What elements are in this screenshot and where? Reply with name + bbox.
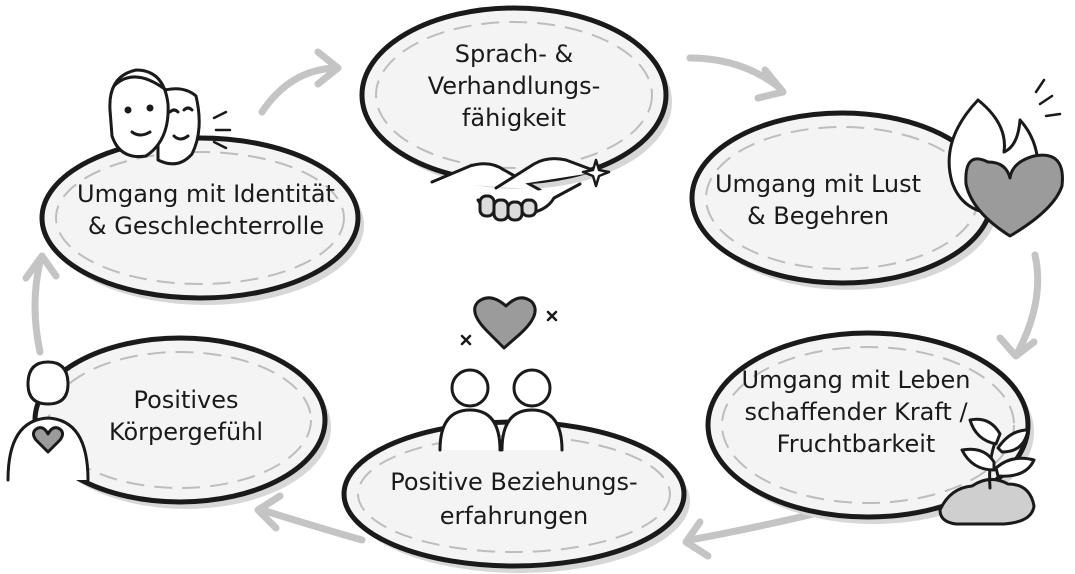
label-beziehung: Positive Beziehungs- erfahrungen <box>390 468 637 530</box>
label-identitaet: Umgang mit Identität & Geschlechterrolle <box>77 180 335 240</box>
label-line: Positives <box>133 386 238 414</box>
label-line: Körpergefühl <box>109 418 263 446</box>
couple-heart-icon <box>438 296 564 452</box>
node-leben <box>705 330 1034 524</box>
label-line: fähigkeit <box>462 104 566 132</box>
label-lust: Umgang mit Lust & Begehren <box>715 170 921 230</box>
label-line: Verhandlungs- <box>428 72 601 100</box>
label-line: erfahrungen <box>440 502 589 530</box>
label-line: Positive Beziehungs- <box>390 468 637 496</box>
label-koerper: Positives Körpergefühl <box>109 386 263 446</box>
arrow-koerper-to-identitaet <box>22 252 60 356</box>
handshake-icon <box>430 157 611 222</box>
label-line: Sprach- & <box>455 40 573 68</box>
sprout-icon <box>938 417 1036 526</box>
arrow-sprach-to-lust <box>686 54 787 102</box>
label-line: & Geschlechterrolle <box>88 212 324 240</box>
arrow-beziehung-to-koerper <box>254 492 366 544</box>
label-leben: Umgang mit Leben schaffender Kraft / Fru… <box>742 366 971 458</box>
node-beziehung <box>341 419 690 573</box>
label-line: Fruchtbarkeit <box>777 430 936 458</box>
arrow-lust-to-leben <box>996 251 1042 360</box>
label-line: Umgang mit Lust <box>715 170 921 198</box>
label-sprach: Sprach- & Verhandlungs- fähigkeit <box>428 40 601 132</box>
person-heart-icon <box>6 360 90 482</box>
label-line: Umgang mit Identität <box>77 180 335 208</box>
arrow-identitaet-to-sprach <box>258 48 342 116</box>
node-sprach <box>359 5 672 189</box>
label-line: schaffender Kraft / <box>744 398 968 426</box>
label-line: Umgang mit Leben <box>742 366 971 394</box>
node-identitaet <box>39 135 364 305</box>
faces-masks-icon <box>108 68 232 166</box>
label-line: & Begehren <box>747 202 889 230</box>
flame-heart-icon <box>947 78 1064 238</box>
